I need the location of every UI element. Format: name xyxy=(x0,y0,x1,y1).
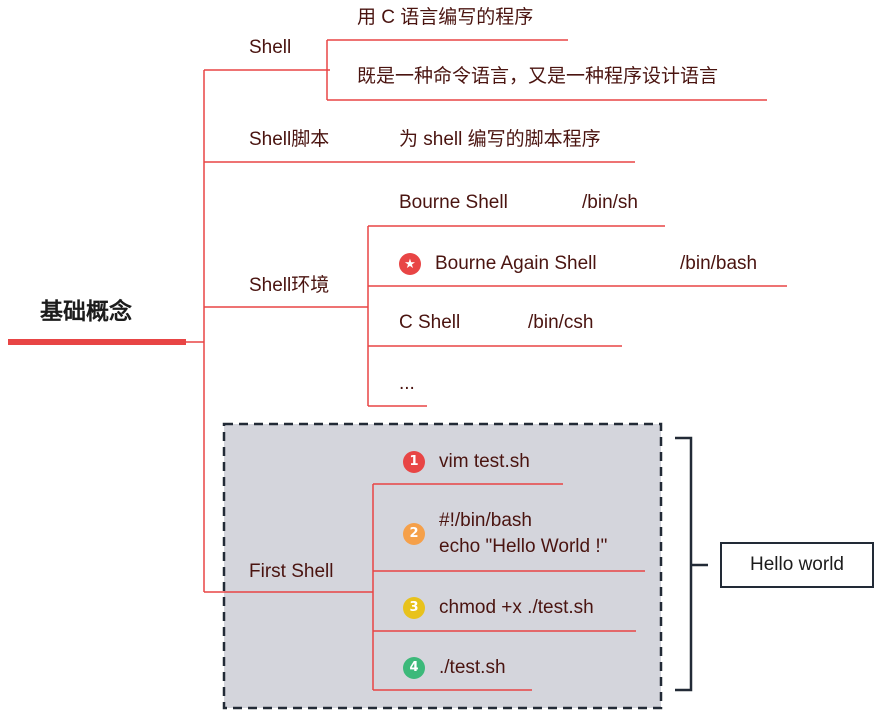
result-bracket xyxy=(675,436,693,692)
env-item-name: Bourne Again Shell xyxy=(435,253,597,274)
shell-item-2: 既是一种命令语言，又是一种程序设计语言 xyxy=(357,66,719,87)
env-item-path: /bin/csh xyxy=(528,312,594,333)
step-2-badge: 2 xyxy=(403,523,425,545)
branch-first-shell-label: First Shell xyxy=(249,561,334,582)
env-item-ellipsis: ... xyxy=(399,373,415,394)
shell-item-1: 用 C 语言编写的程序 xyxy=(357,7,534,28)
step-3-badge: 3 xyxy=(403,597,425,619)
env-item-path: /bin/bash xyxy=(680,253,758,274)
env-item-name: C Shell xyxy=(399,312,461,333)
star-icon: ★ xyxy=(399,253,421,275)
step-1-text: vim test.sh xyxy=(439,451,530,472)
env-item-name: Bourne Shell xyxy=(399,192,508,213)
step-1-badge: 1 xyxy=(403,451,425,473)
env-item-path: /bin/sh xyxy=(582,192,638,213)
branch-script-label: Shell脚本 xyxy=(249,129,330,150)
step-2-line-2: echo "Hello World !" xyxy=(439,536,608,557)
step-4-text: ./test.sh xyxy=(439,657,506,678)
step-3-text: chmod +x ./test.sh xyxy=(439,597,594,618)
script-desc: 为 shell 编写的脚本程序 xyxy=(399,129,601,150)
step-2-line-1: #!/bin/bash xyxy=(439,510,532,531)
root-node: 基础概念 xyxy=(40,299,132,325)
step-4-badge: 4 xyxy=(403,657,425,679)
first-shell-group-box xyxy=(222,422,663,710)
branch-shell-label: Shell xyxy=(249,37,292,58)
branch-env-label: Shell环境 xyxy=(249,275,330,296)
result-box: Hello world xyxy=(720,542,874,588)
